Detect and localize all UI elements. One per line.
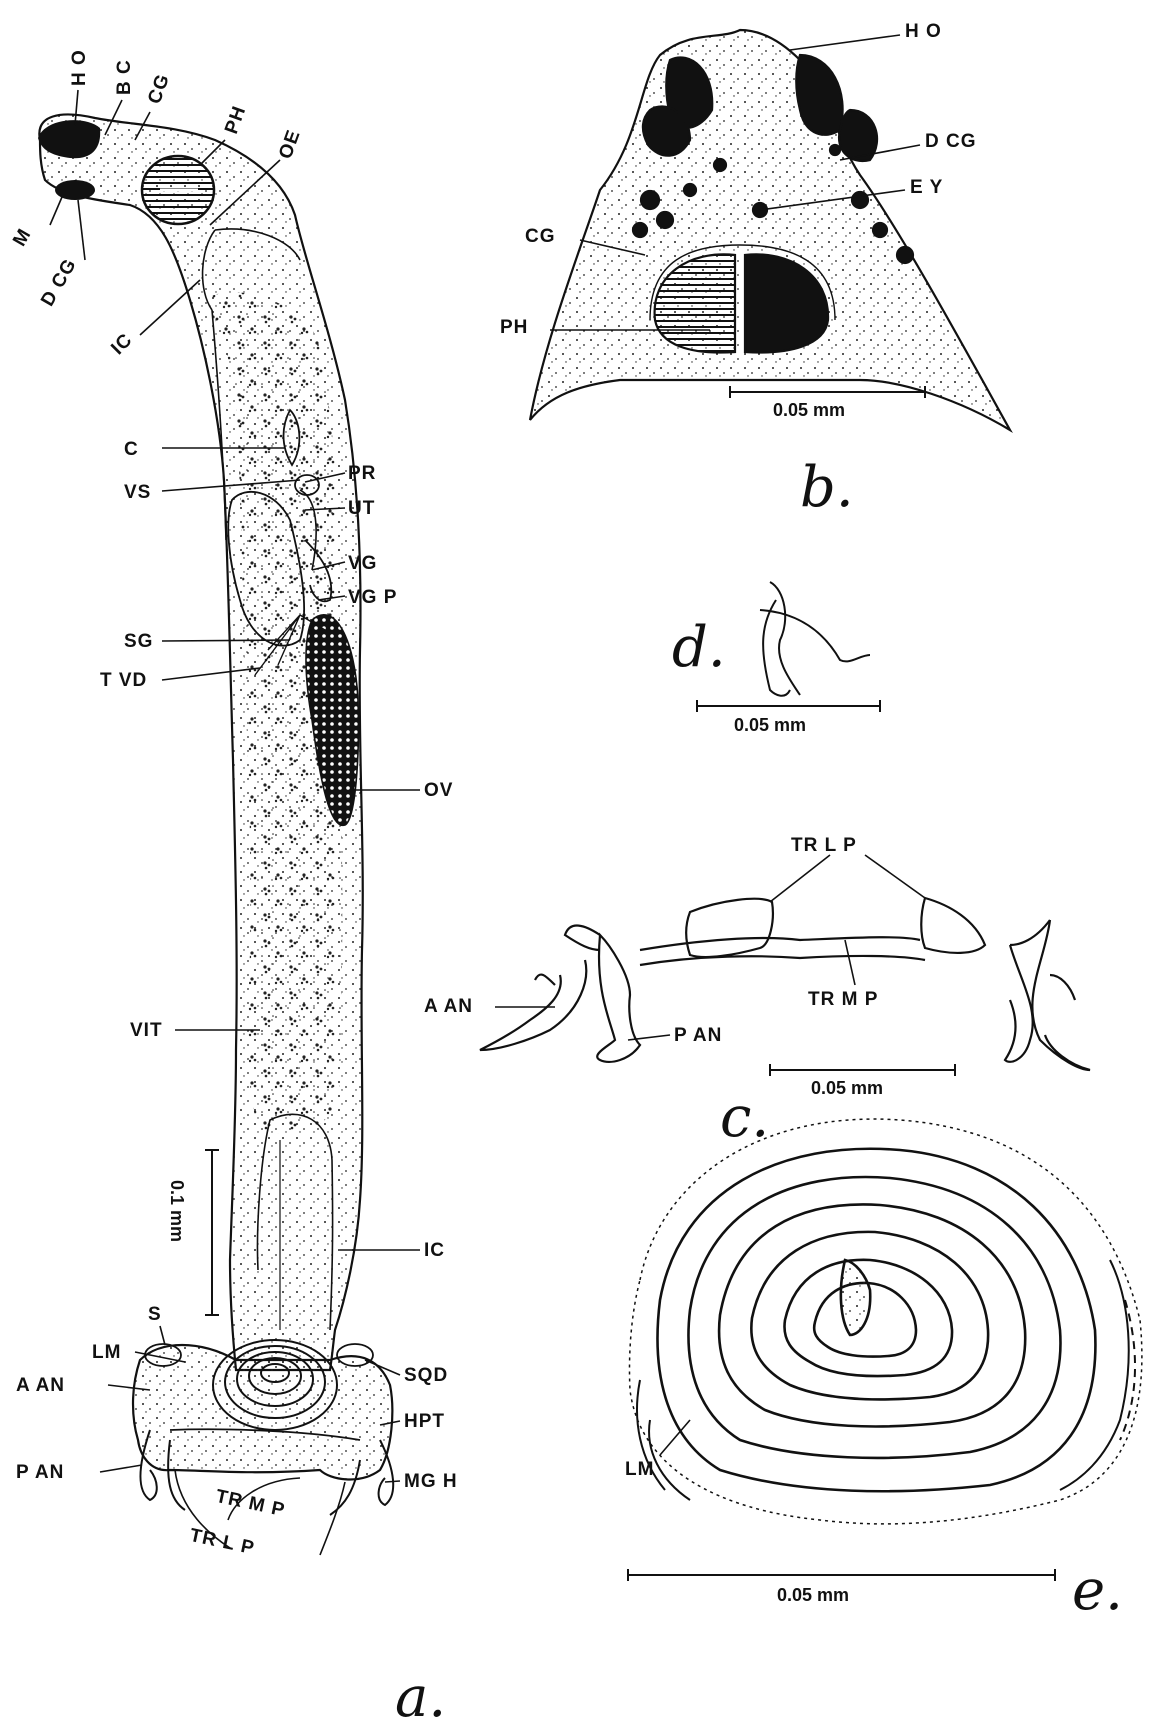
label-e-lm: LM xyxy=(625,1460,654,1479)
label-b-ey: E Y xyxy=(910,178,943,197)
label-b-dcg: D CG xyxy=(925,132,977,151)
gland-dot-7 xyxy=(897,247,913,263)
gland-dot-2 xyxy=(657,212,673,228)
label-c-trlp: TR L P xyxy=(791,836,857,855)
squamodisc xyxy=(629,1119,1141,1524)
scale-label-a: 0.1 mm xyxy=(166,1180,187,1242)
label-a-vit: VIT xyxy=(130,1021,163,1040)
scale-bar-b xyxy=(730,386,925,398)
squamodisc-ring-e-3 xyxy=(719,1204,1025,1426)
label-a-vgp: VG P xyxy=(348,588,397,607)
anchor-a-right xyxy=(1032,920,1090,1070)
label-c-trmp: TR M P xyxy=(808,990,878,1009)
squamodisc-outline xyxy=(629,1119,1141,1524)
label-b-ho: H O xyxy=(905,22,942,41)
scale-label-d: 0.05 mm xyxy=(734,715,806,736)
label-a-c: C xyxy=(124,440,139,459)
transverse-bar-c-lower xyxy=(640,956,925,965)
haptor-sclerites xyxy=(480,898,1090,1070)
label-a-ut: UT xyxy=(348,499,375,518)
anchor-p-right xyxy=(1005,945,1033,1062)
gland-dot-1 xyxy=(641,191,659,209)
label-b-ph: PH xyxy=(500,318,528,337)
label-a-pr: PR xyxy=(348,464,376,483)
gland-dot-5 xyxy=(852,192,868,208)
lateral-plate-left xyxy=(686,899,773,957)
label-a-vg: VG xyxy=(348,554,377,573)
eye-2 xyxy=(714,159,726,171)
squamodisc-arc-left-1 xyxy=(649,1420,690,1500)
scale-bar-c xyxy=(770,1064,955,1076)
squamodisc-ring-e-1 xyxy=(658,1149,1096,1491)
label-a-hpt: HPT xyxy=(404,1412,445,1431)
label-a-mgh: MG H xyxy=(404,1472,458,1491)
panel-label-c: c. xyxy=(720,1090,769,1146)
anchor-root-left xyxy=(565,926,600,950)
head-section xyxy=(530,30,1010,430)
label-a-lm: LM xyxy=(92,1343,121,1362)
worm-body xyxy=(38,114,393,1515)
anchor-p-left xyxy=(597,935,640,1062)
gland-dot-3 xyxy=(633,223,647,237)
gland-dot-4 xyxy=(684,184,696,196)
label-a-ic-bottom: IC xyxy=(424,1241,445,1260)
gland-dot-6 xyxy=(873,223,887,237)
label-a-tvd: T VD xyxy=(100,671,147,690)
label-a-ho: H O xyxy=(70,49,89,86)
anchor-root-right xyxy=(1010,920,1050,945)
hooklet xyxy=(760,582,870,696)
label-c-a-an: A AN xyxy=(424,997,473,1016)
head-outline xyxy=(530,30,1010,430)
label-b-cg: CG xyxy=(525,227,556,246)
lateral-plate-right xyxy=(921,898,985,953)
label-c-p-an: P AN xyxy=(674,1026,722,1045)
label-a-s: S xyxy=(148,1305,162,1324)
panel-label-b: b. xyxy=(800,460,854,516)
squamodisc-ring-e-2 xyxy=(688,1177,1060,1458)
scale-bar-a xyxy=(205,1150,219,1315)
scale-label-e: 0.05 mm xyxy=(777,1585,849,1606)
leader-lines-c xyxy=(495,855,925,1040)
scale-label-b: 0.05 mm xyxy=(773,400,845,421)
label-a-vs: VS xyxy=(124,483,151,502)
panel-label-e: e. xyxy=(1072,1563,1123,1619)
head-dark-gland xyxy=(55,180,95,200)
label-a-ov: OV xyxy=(424,781,453,800)
scale-bar-e xyxy=(628,1569,1055,1581)
label-a-sg: SG xyxy=(124,632,153,651)
anchor-a-left xyxy=(480,960,586,1050)
panel-label-d: d. xyxy=(672,620,726,676)
label-a-a-an: A AN xyxy=(16,1376,65,1395)
scale-label-c: 0.05 mm xyxy=(811,1078,883,1099)
scale-bar-d xyxy=(697,700,880,712)
label-a-sqd: SQD xyxy=(404,1366,448,1385)
eye-3 xyxy=(830,145,840,155)
label-a-p-an: P AN xyxy=(16,1463,64,1482)
label-a-bc: B C xyxy=(115,59,134,95)
panel-label-a: a. xyxy=(395,1670,446,1726)
transverse-bar-c xyxy=(640,937,920,950)
squamodisc-core xyxy=(841,1260,870,1335)
